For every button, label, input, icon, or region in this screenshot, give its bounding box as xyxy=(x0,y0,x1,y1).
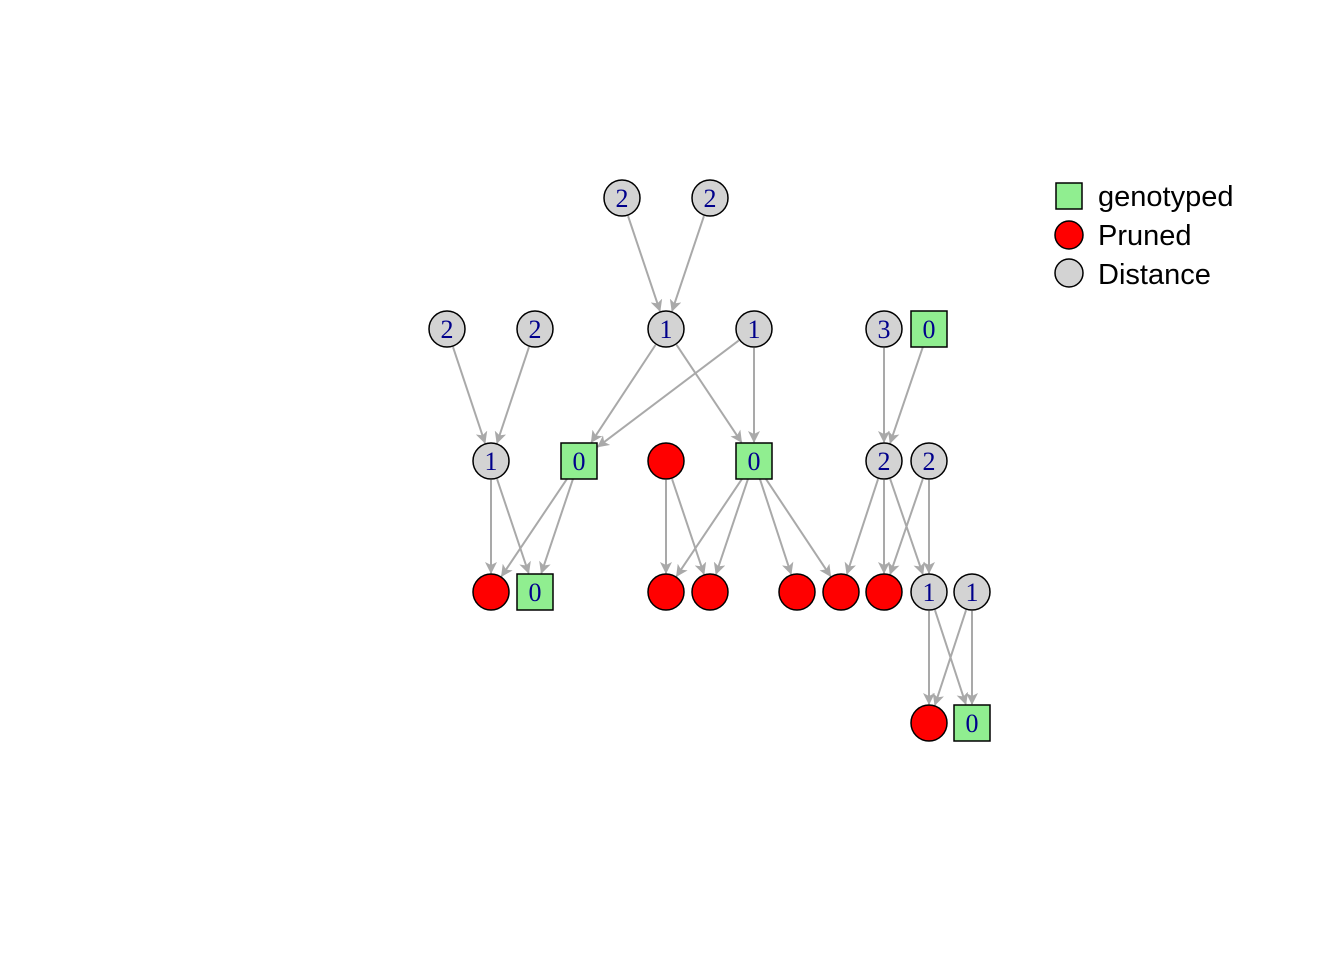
node-shape-c1 xyxy=(472,442,510,480)
node-shape-c5 xyxy=(865,442,903,480)
edge-b3-to-c2 xyxy=(590,344,657,443)
node-label-d9: 1 xyxy=(966,578,979,607)
node-shape-e1 xyxy=(910,704,948,742)
node-shape-d8 xyxy=(910,573,948,611)
node-label-b5: 3 xyxy=(878,315,891,344)
node-label-a2: 2 xyxy=(704,184,717,213)
legend-distance-label: Distance xyxy=(1098,259,1211,291)
node-label-d8: 1 xyxy=(923,578,936,607)
node-pruned-d3 xyxy=(647,573,685,611)
node-pruned-d5 xyxy=(778,573,816,611)
node-label-b2: 2 xyxy=(529,315,542,344)
node-shape-b5 xyxy=(865,310,903,348)
node-distance-b1: 2 xyxy=(428,310,466,348)
node-shape-d4 xyxy=(691,573,729,611)
node-label-c5: 2 xyxy=(878,447,891,476)
node-pruned-d1 xyxy=(472,573,510,611)
node-label-c4: 0 xyxy=(748,447,761,476)
node-shape-b2 xyxy=(516,310,554,348)
node-shape-d6 xyxy=(822,573,860,611)
node-genotyped-d2: 0 xyxy=(516,573,554,611)
node-shape-d1 xyxy=(472,573,510,611)
node-shape-c6 xyxy=(910,442,948,480)
legend-genotyped-swatch xyxy=(1055,182,1083,210)
edge-c2-to-d1 xyxy=(500,476,570,578)
edge-c5-to-d6 xyxy=(844,478,880,575)
node-label-d2: 0 xyxy=(529,578,542,607)
node-shape-b1 xyxy=(428,310,466,348)
node-label-b1: 2 xyxy=(441,315,454,344)
node-shape-b3 xyxy=(647,310,685,348)
node-shape-c4 xyxy=(735,442,773,480)
node-pruned-d6 xyxy=(822,573,860,611)
node-label-c1: 1 xyxy=(485,447,498,476)
node-genotyped-b6: 0 xyxy=(910,310,948,348)
edge-c5-to-d8 xyxy=(889,478,925,575)
edge-c4-to-d6 xyxy=(763,476,832,578)
legend-distance-swatch xyxy=(1054,258,1084,288)
node-shape-d9 xyxy=(953,573,991,611)
edge-b2-to-c1 xyxy=(494,346,530,444)
node-genotyped-e2: 0 xyxy=(953,704,991,742)
node-shape-b4 xyxy=(735,310,773,348)
edge-b6-to-c5 xyxy=(888,346,924,444)
node-shape-c2 xyxy=(560,442,598,480)
edge-b1-to-c1 xyxy=(452,346,488,444)
node-label-c6: 2 xyxy=(923,447,936,476)
node-label-b4: 1 xyxy=(748,315,761,344)
edge-a1-to-b3 xyxy=(627,215,663,312)
node-label-c2: 0 xyxy=(573,447,586,476)
node-label-e2: 0 xyxy=(966,709,979,738)
node-shape-b6 xyxy=(910,310,948,348)
edges-layer xyxy=(452,215,978,706)
node-shape-a2 xyxy=(691,179,729,217)
node-distance-b3: 1 xyxy=(647,310,685,348)
edge-c1-to-d2 xyxy=(496,478,531,575)
node-label-a1: 2 xyxy=(616,184,629,213)
edge-c3-to-d4 xyxy=(671,478,707,575)
node-shape-d7 xyxy=(865,573,903,611)
edge-c4-to-d3 xyxy=(675,476,745,578)
legend-genotyped-label: genotyped xyxy=(1098,181,1233,213)
legend: genotyped Pruned Distance xyxy=(1054,181,1233,291)
node-distance-b5: 3 xyxy=(865,310,903,348)
node-shape-e2 xyxy=(953,704,991,742)
node-distance-a2: 2 xyxy=(691,179,729,217)
node-label-b3: 1 xyxy=(660,315,673,344)
node-distance-d9: 1 xyxy=(953,573,991,611)
node-pruned-d7 xyxy=(865,573,903,611)
node-pruned-d4 xyxy=(691,573,729,611)
edge-d8-to-e2 xyxy=(933,609,969,705)
nodes-layer: 2 2 2 2 1 1 3 0 1 0 0 2 2 0 1 1 0 xyxy=(428,179,991,742)
edge-c4-to-d5 xyxy=(758,478,794,575)
node-shape-a1 xyxy=(603,179,641,217)
legend-pruned-swatch xyxy=(1054,220,1084,250)
node-distance-b2: 2 xyxy=(516,310,554,348)
node-genotyped-c4: 0 xyxy=(735,442,773,480)
edge-b4-to-c2 xyxy=(596,339,740,448)
node-distance-c5: 2 xyxy=(865,442,903,480)
node-shape-c3 xyxy=(647,442,685,480)
node-shape-d3 xyxy=(647,573,685,611)
edge-c4-to-d4 xyxy=(713,478,749,575)
edge-b3-to-c4 xyxy=(675,344,743,443)
node-shape-d2 xyxy=(516,573,554,611)
node-distance-b4: 1 xyxy=(735,310,773,348)
node-pruned-e1 xyxy=(910,704,948,742)
edge-a2-to-b3 xyxy=(669,215,705,312)
node-pruned-c3 xyxy=(647,442,685,480)
node-distance-d8: 1 xyxy=(910,573,948,611)
node-distance-a1: 2 xyxy=(603,179,641,217)
node-distance-c1: 1 xyxy=(472,442,510,480)
node-shape-d5 xyxy=(778,573,816,611)
legend-pruned-label: Pruned xyxy=(1098,220,1192,252)
node-distance-c6: 2 xyxy=(910,442,948,480)
node-genotyped-c2: 0 xyxy=(560,442,598,480)
node-label-b6: 0 xyxy=(923,315,936,344)
edge-c2-to-d2 xyxy=(539,478,574,575)
